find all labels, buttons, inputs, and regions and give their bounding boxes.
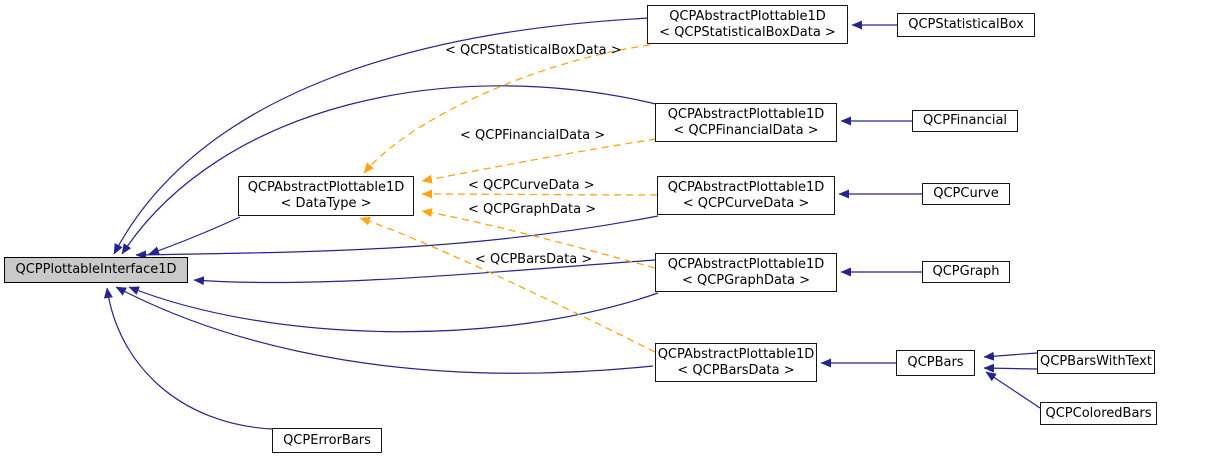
- node-qcpstatisticalbox[interactable]: QCPStatisticalBox: [897, 13, 1035, 37]
- edge-statboxdata-to-datatype: [363, 44, 651, 174]
- node-label: QCPPlottableInterface1D: [15, 262, 177, 277]
- edge-label-qcpbarsdata: < QCPBarsData >: [475, 252, 593, 267]
- node-qcpabstractplottable1d-statisticalboxdata[interactable]: QCPAbstractPlottable1D < QCPStatisticalB…: [647, 5, 848, 44]
- edge-coloredbars-to-bars: [985, 371, 1041, 409]
- node-label-line1: QCPAbstractPlottable1D: [667, 179, 825, 195]
- edge-graphdata-to-datatype: [421, 208, 656, 269]
- edge-graphdata-to-interface-bottom: [128, 286, 659, 333]
- node-label-line2: < QCPBarsData >: [677, 362, 795, 378]
- node-label-line2: < QCPStatisticalBoxData >: [659, 24, 836, 40]
- node-qcpabstractplottable1d-datatype[interactable]: QCPAbstractPlottable1D < DataType >: [238, 176, 414, 216]
- node-qcpgraph[interactable]: QCPGraph: [922, 261, 1010, 283]
- node-label: QCPFinancial: [922, 113, 1008, 128]
- node-label: QCPCurve: [933, 186, 999, 201]
- node-label-line1: QCPAbstractPlottable1D: [247, 180, 405, 195]
- node-qcpbars[interactable]: QCPBars: [896, 350, 975, 376]
- edge-barswithtext-to-bars-lower: [983, 363, 1038, 373]
- node-label: QCPColoredBars: [1045, 405, 1152, 421]
- node-qcperrorbars[interactable]: QCPErrorBars: [272, 428, 382, 453]
- node-qcpabstractplottable1d-curvedata[interactable]: QCPAbstractPlottable1D < QCPCurveData >: [657, 176, 835, 215]
- edge-label-qcpstatisticalboxdata: < QCPStatisticalBoxData >: [445, 43, 622, 58]
- node-label: QCPGraph: [932, 264, 1000, 279]
- edge-barsdata-to-datatype: [359, 216, 656, 353]
- node-qcpabstractplottable1d-graphdata[interactable]: QCPAbstractPlottable1D < QCPGraphData >: [655, 253, 837, 292]
- edge-findata-to-datatype: [421, 138, 657, 184]
- edge-barswithtext-to-bars-upper: [983, 351, 1038, 361]
- node-qcpabstractplottable1d-barsdata[interactable]: QCPAbstractPlottable1D < QCPBarsData >: [655, 343, 817, 382]
- edge-barsdata-to-interface: [115, 286, 654, 374]
- edge-curvedata-to-interface: [135, 215, 659, 260]
- node-qcpplottableinterface1d: QCPPlottableInterface1D: [4, 257, 188, 283]
- node-label-line2: < QCPGraphData >: [681, 272, 811, 288]
- node-label-line2: < DataType >: [280, 196, 372, 211]
- edge-errorbars-to-interface: [103, 287, 273, 430]
- node-qcpabstractplottable1d-financialdata[interactable]: QCPAbstractPlottable1D < QCPFinancialDat…: [655, 103, 837, 142]
- node-label: QCPBarsWithText: [1040, 354, 1152, 369]
- edge-label-qcpfinancialdata: < QCPFinancialData >: [460, 128, 606, 143]
- node-qcpcurve[interactable]: QCPCurve: [922, 183, 1010, 205]
- edge-findata-to-interface: [121, 85, 657, 255]
- node-label-line2: < QCPFinancialData >: [673, 122, 819, 138]
- edge-label-qcpcurvedata: < QCPCurveData >: [468, 178, 595, 193]
- node-qcpcoloredbars[interactable]: QCPColoredBars: [1040, 402, 1157, 425]
- node-label: QCPStatisticalBox: [908, 17, 1024, 32]
- node-qcpbarswithtext[interactable]: QCPBarsWithText: [1037, 350, 1155, 374]
- node-qcpfinancial[interactable]: QCPFinancial: [912, 110, 1018, 132]
- node-label: QCPBars: [907, 355, 964, 370]
- edge-label-qcpgraphdata: < QCPGraphData >: [468, 202, 597, 217]
- edge-statboxdata-to-interface: [113, 17, 651, 255]
- node-label-line1: QCPAbstractPlottable1D: [657, 346, 815, 362]
- edge-datatype-to-interface: [148, 216, 241, 255]
- node-label-line1: QCPAbstractPlottable1D: [667, 256, 825, 272]
- edge-graphdata-to-interface-right: [193, 259, 656, 286]
- node-label: QCPErrorBars: [283, 432, 371, 448]
- node-label-line2: < QCPCurveData >: [682, 195, 810, 211]
- edge-curvedata-to-datatype: [421, 189, 658, 199]
- node-label-line1: QCPAbstractPlottable1D: [669, 8, 826, 24]
- node-label-line1: QCPAbstractPlottable1D: [667, 106, 825, 122]
